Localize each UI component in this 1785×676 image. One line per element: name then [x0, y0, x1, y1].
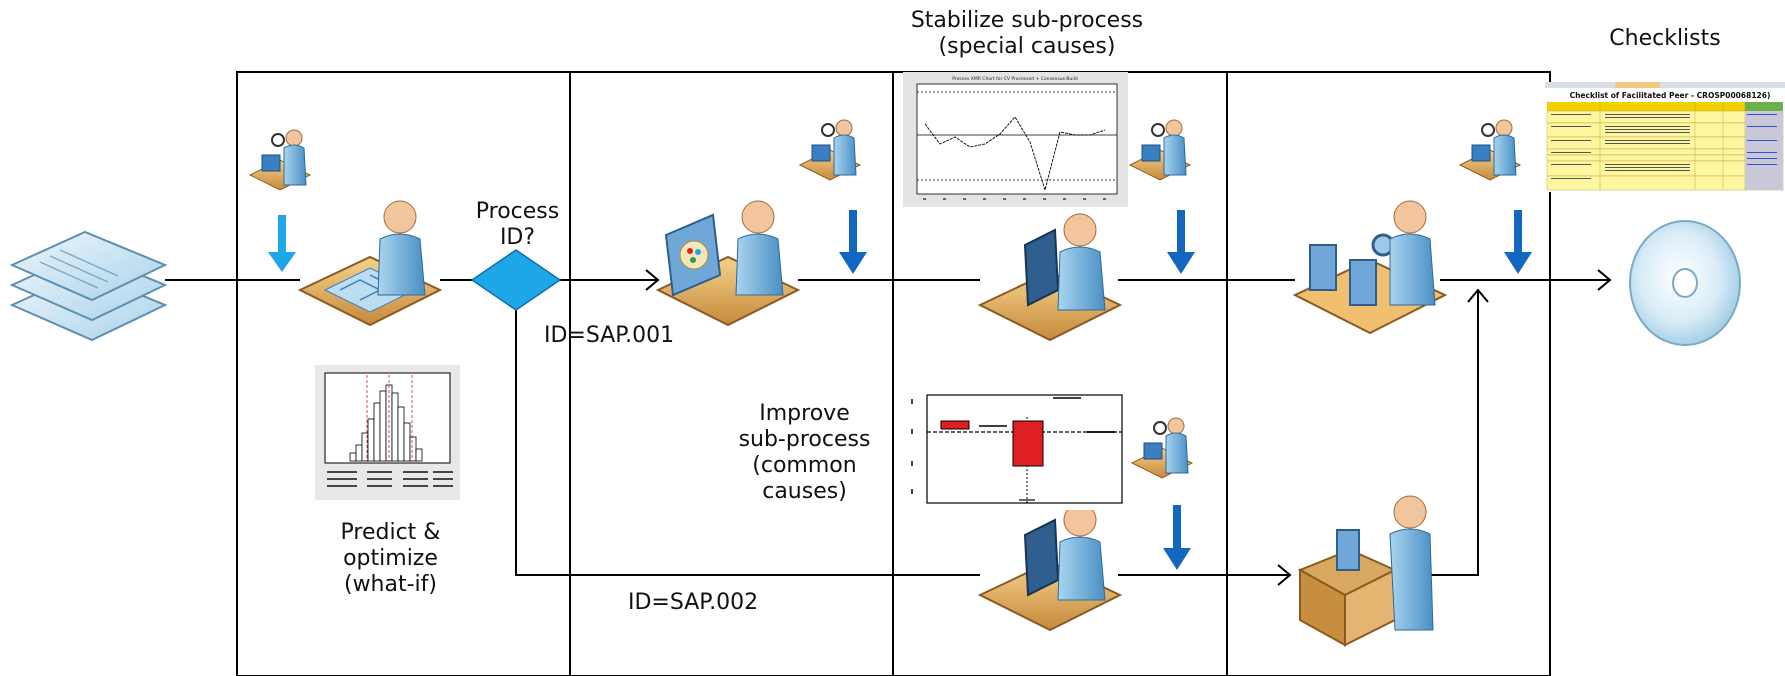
inspector-icon	[1128, 119, 1192, 181]
checklist-spreadsheet-thumbnail: Checklist of Facilitated Peer - CROSP000…	[1545, 82, 1785, 192]
improve-line3: (common	[752, 453, 857, 478]
stabilize-label: Stabilize sub-process (special causes)	[887, 8, 1167, 60]
inspector-icon	[798, 119, 862, 181]
control-chart-thumbnail: Process XMR Chart for CV Processed + Con…	[903, 72, 1128, 207]
id-sap001-label: ID=SAP.001	[544, 323, 675, 348]
decision-diamond-icon	[470, 249, 562, 311]
process-id-line2: ID?	[499, 225, 536, 250]
stabilize-label-line2: (special causes)	[938, 34, 1116, 59]
assembly-line-worker-icon	[1292, 200, 1448, 335]
cd-disc-icon	[1629, 220, 1741, 346]
worker-at-computer-icon	[977, 503, 1123, 632]
id-sap002-label: ID=SAP.002	[628, 590, 759, 615]
input-arrow-down	[268, 215, 296, 272]
predict-line2: optimize	[343, 546, 438, 571]
painter-at-computer-icon	[655, 200, 801, 327]
checklist-title: Checklist of Facilitated Peer - CROSP000…	[1570, 91, 1771, 100]
input-arrow-down	[1167, 210, 1195, 274]
documents-stack-icon	[9, 230, 168, 342]
boxplot-thumbnail	[903, 385, 1128, 510]
predict-line1: Predict &	[340, 520, 441, 545]
improve-line2: sub-process	[738, 427, 871, 452]
histogram-thumbnail	[315, 365, 460, 500]
inspector-icon	[1130, 417, 1194, 479]
improve-line4: causes)	[762, 479, 847, 504]
predict-optimize-label: Predict & optimize (what-if)	[318, 520, 463, 598]
inspector-icon	[248, 129, 312, 191]
control-chart-title: Process XMR Chart for CV Processed + Con…	[952, 76, 1078, 82]
process-id-line1: Process	[475, 199, 560, 224]
process-id-label: Process ID?	[465, 199, 570, 251]
worker-at-computer-icon	[977, 213, 1123, 342]
improve-label: Improve sub-process (common causes)	[722, 401, 887, 505]
designer-at-desk-icon	[297, 200, 443, 327]
input-arrow-down	[1163, 505, 1191, 570]
packaging-worker-icon	[1297, 495, 1434, 647]
improve-line1: Improve	[759, 401, 850, 426]
inspector-icon	[1458, 119, 1522, 181]
predict-line3: (what-if)	[343, 572, 437, 597]
input-arrow-down	[1504, 210, 1532, 274]
flow-lines	[165, 269, 1612, 586]
checklists-label: Checklists	[1609, 26, 1721, 51]
stabilize-label-line1: Stabilize sub-process	[910, 8, 1144, 33]
input-arrow-down	[839, 210, 867, 274]
